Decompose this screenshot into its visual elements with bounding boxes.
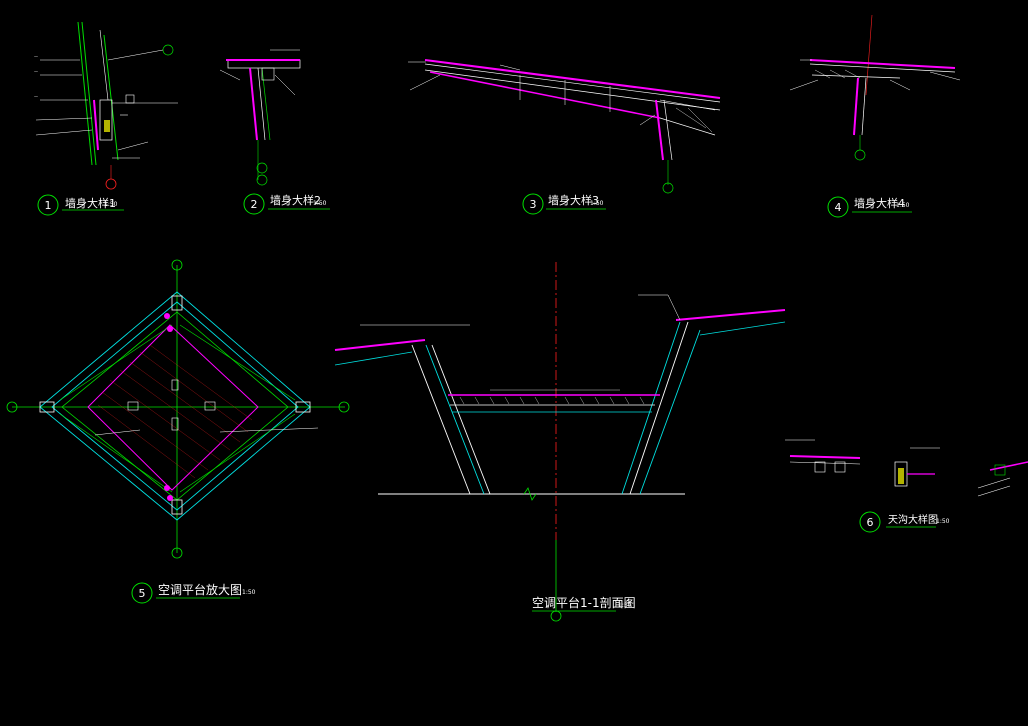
detail-1-title-text: 墙身大样1 [65, 196, 116, 210]
detail-5-plan [6, 259, 350, 559]
detail-6-scale: 1:50 [936, 518, 950, 525]
detail-6-number: 6 [867, 516, 874, 529]
detail-3-number: 3 [530, 198, 537, 211]
detail-3-drawing [408, 59, 721, 194]
detail-5-scale: 1:50 [242, 589, 256, 596]
section-scale: 1:50 [618, 602, 632, 609]
detail-1-number-circle [37, 194, 59, 216]
detail-3-title: 3 墙身大样3 1:50 [522, 193, 606, 215]
detail-5-title-text: 空调平台放大图 [158, 582, 242, 597]
detail-4-number: 4 [835, 201, 842, 214]
svg-text:—: — [34, 54, 38, 59]
section-title: 空调平台1-1剖面图 1:50 [532, 595, 636, 612]
detail-2-number: 2 [251, 198, 258, 211]
svg-text:—: — [34, 69, 38, 74]
detail-2-title: 2 墙身大样2 1:50 [243, 193, 330, 215]
detail-1-drawing: — — — [34, 21, 178, 190]
svg-text:—: — [34, 94, 38, 99]
detail-3-title-text: 墙身大样3 [548, 193, 599, 207]
detail-2-drawing [219, 49, 301, 186]
detail-1-number: 1 [45, 199, 52, 212]
detail-4-scale: 1:50 [896, 202, 910, 209]
section-title-text: 空调平台1-1剖面图 [532, 595, 636, 610]
detail-4-drawing [789, 14, 961, 161]
detail-4-title-text: 墙身大样4 [854, 196, 905, 210]
detail-6-title: 6 天沟大样图 1:50 [859, 511, 950, 533]
detail-5-number: 5 [139, 587, 146, 600]
detail-5-title: 5 空调平台放大图 1:50 [131, 582, 256, 604]
detail-4-title: 4 墙身大样4 1:50 [827, 196, 912, 218]
detail-2-scale: 1:50 [313, 200, 327, 207]
detail-2-title-text: 墙身大样2 [270, 193, 321, 207]
detail-3-scale: 1:50 [590, 200, 604, 207]
detail-1-title: 1 墙身大样1 1:50 [37, 194, 124, 216]
detail-1-scale: 1:50 [104, 201, 118, 208]
section-1-1-drawing [334, 262, 786, 622]
detail-6-drawing [785, 439, 1028, 497]
detail-6-title-text: 天沟大样图 [888, 513, 938, 526]
